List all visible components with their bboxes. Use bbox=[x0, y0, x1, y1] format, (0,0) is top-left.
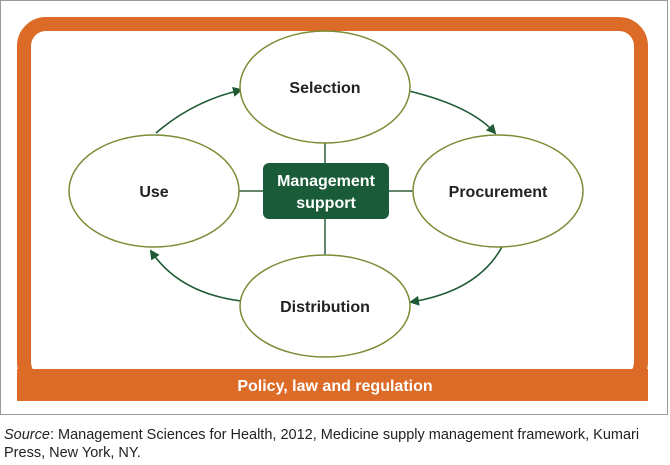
arrow-distribution-to-use bbox=[149, 249, 242, 302]
policy-label: Policy, law and regulation bbox=[237, 378, 432, 395]
policy-banner bbox=[17, 369, 648, 401]
caption-text: : Management Sciences for Health, 2012, … bbox=[4, 427, 640, 461]
node-procurement bbox=[412, 134, 584, 248]
management-support-line2: support bbox=[296, 195, 356, 212]
node-selection bbox=[239, 30, 411, 144]
node-selection-label: Selection bbox=[289, 80, 360, 97]
node-use bbox=[68, 134, 240, 248]
arrow-selection-to-procurement bbox=[408, 90, 497, 135]
figure-caption: Source: Management Sciences for Health, … bbox=[4, 426, 668, 462]
figure-frame: Policy, law and regulation Selection Pro… bbox=[0, 0, 668, 415]
node-distribution bbox=[239, 254, 411, 358]
management-support-line1: Management bbox=[277, 173, 375, 190]
caption-source-label: Source bbox=[4, 427, 50, 443]
node-procurement-label: Procurement bbox=[449, 184, 548, 201]
arrow-use-to-selection bbox=[155, 86, 243, 134]
node-use-label: Use bbox=[139, 184, 168, 201]
supply-cycle-diagram: Policy, law and regulation Selection Pro… bbox=[17, 17, 648, 401]
arrow-procurement-to-distribution bbox=[409, 244, 504, 306]
node-distribution-label: Distribution bbox=[280, 299, 370, 316]
management-support-box bbox=[263, 163, 389, 219]
